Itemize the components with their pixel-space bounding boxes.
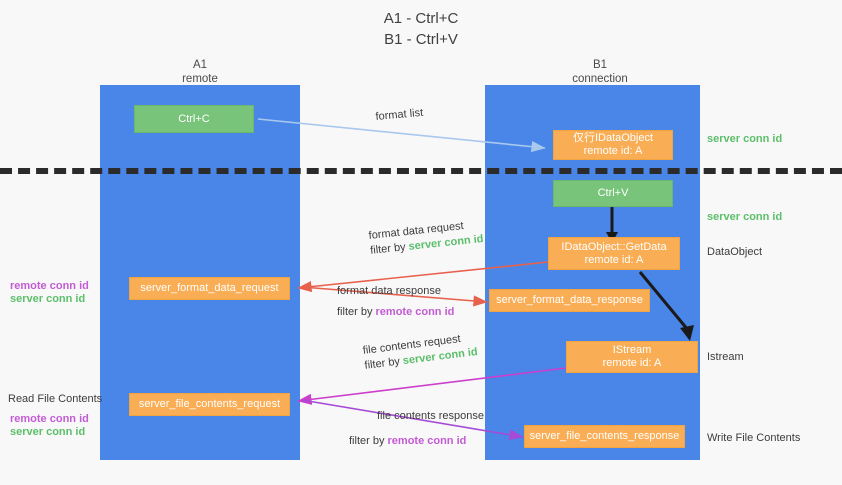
box-getdata-line1: IDataObject::GetData [561, 240, 667, 253]
filter-prefix: filter by [349, 435, 388, 447]
note-remote-conn-id-upper: remote conn id [10, 280, 89, 292]
flow-label-format-data-request: format data request filter by server con… [368, 217, 484, 259]
note-server-conn-id-top: server conn id [707, 133, 783, 145]
box-server-file-contents-request[interactable]: server_file_contents_request [129, 393, 290, 416]
box-istream[interactable]: IStream remote id: A [566, 341, 698, 373]
box-server-file-contents-response[interactable]: server_file_contents_response [524, 425, 685, 448]
box-idataobject-line2: remote id: A [583, 145, 643, 157]
note-istream: Istream [707, 351, 744, 363]
flow-label-format-list: format list [375, 106, 424, 125]
filter-prefix: filter by [337, 306, 376, 318]
box-server-format-data-response[interactable]: server_format_data_response [489, 289, 650, 312]
column-left-role: remote [182, 73, 218, 85]
title-line-2: B1 - Ctrl+V [384, 31, 458, 48]
note-dataobject: DataObject [707, 246, 763, 258]
note-remote-conn-id-lower: remote conn id [10, 413, 89, 425]
flow-label-format-data-response-filter: filter by remote conn id [337, 305, 454, 320]
box-getdata-line2: remote id: A [584, 253, 644, 266]
box-server-format-data-request[interactable]: server_format_data_request [129, 277, 290, 300]
column-left-name: A1 [192, 59, 208, 71]
box-ctrl-v-label: Ctrl+V [597, 187, 629, 199]
box-server-file-contents-request-label: server_file_contents_request [138, 398, 281, 410]
note-write-file-contents: Write File Contents [707, 432, 801, 444]
flow-label-file-contents-response: file contents response [377, 409, 484, 424]
flow-label-file-contents-response-filter: filter by remote conn id [349, 434, 466, 449]
box-server-file-contents-response-label: server_file_contents_response [529, 430, 680, 442]
note-server-conn-id-second: server conn id [707, 211, 783, 223]
flow-label-format-list-text: format list [375, 106, 424, 123]
box-istream-line2: remote id: A [602, 357, 662, 369]
note-server-conn-id-upper: server conn id [10, 293, 86, 305]
box-server-format-data-request-label: server_format_data_request [140, 282, 279, 294]
box-idataobject-getdata[interactable]: IDataObject::GetData remote id: A [548, 237, 680, 270]
box-server-format-data-response-label: server_format_data_response [496, 294, 643, 306]
note-server-conn-id-lower: server conn id [10, 426, 86, 438]
box-idataobject-line1: 仅行IDataObject [572, 132, 654, 144]
note-read-file-contents: Read File Contents [8, 393, 103, 405]
filter-value-remote-conn-id: remote conn id [387, 435, 467, 447]
box-istream-line1: IStream [612, 344, 652, 356]
flow-label-file-contents-request: file contents request filter by server c… [362, 330, 479, 374]
column-right-name: B1 [592, 59, 608, 71]
box-idataobject[interactable]: 仅行IDataObject remote id: A [553, 130, 673, 160]
filter-prefix: filter by [363, 355, 404, 372]
filter-value-remote-conn-id: remote conn id [375, 306, 455, 318]
flow-label-format-data-response-title: format data response [337, 285, 441, 297]
flow-label-format-data-response: format data response [337, 284, 441, 299]
diagram-title: A1 - Ctrl+C B1 - Ctrl+V [0, 8, 842, 50]
title-line-1: A1 - Ctrl+C [383, 10, 459, 27]
column-header-left: A1 remote [120, 58, 280, 86]
box-ctrl-v[interactable]: Ctrl+V [553, 180, 673, 207]
column-header-right: B1 connection [520, 58, 680, 86]
filter-prefix: filter by [369, 240, 410, 257]
flow-label-file-contents-response-title: file contents response [377, 410, 485, 422]
phase-separator [0, 168, 842, 174]
box-ctrl-c[interactable]: Ctrl+C [134, 105, 254, 133]
box-ctrl-c-label: Ctrl+C [178, 112, 210, 125]
column-right-role: connection [572, 73, 628, 85]
